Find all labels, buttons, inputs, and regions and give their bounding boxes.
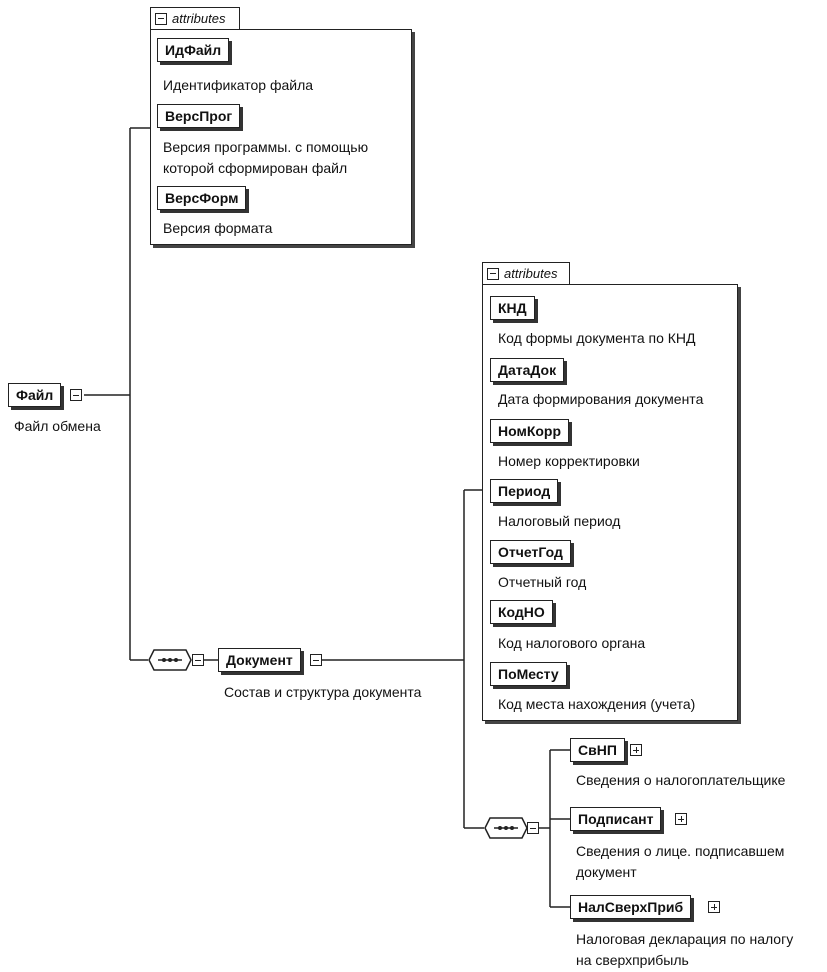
- attribute-description: Налоговый период: [498, 513, 621, 529]
- attribute-description: Версия программы. с помощью которой сфор…: [163, 139, 369, 176]
- attribute-node[interactable]: КНД: [490, 296, 535, 320]
- collapse-icon[interactable]: [527, 822, 539, 834]
- file-attributes-tab[interactable]: attributes: [150, 7, 240, 29]
- attribute-node[interactable]: КодНО: [490, 600, 553, 624]
- attribute-name: ПоМесту: [498, 666, 559, 682]
- attribute-name: ДатаДок: [498, 362, 557, 378]
- attribute-description: Номер корректировки: [498, 453, 640, 469]
- child-node[interactable]: НалСверхПриб: [570, 895, 692, 919]
- attribute-name: ВерсПрог: [165, 108, 233, 124]
- child-description: Сведения о лице. подписавшем документ: [576, 843, 785, 880]
- document-node-label: Документ: [226, 652, 293, 668]
- sequence-icon[interactable]: [484, 816, 528, 840]
- sequence-icon[interactable]: [148, 648, 192, 672]
- child-description: Налоговая декларация по налогу на сверхп…: [576, 931, 794, 968]
- collapse-icon[interactable]: [155, 12, 167, 25]
- child-node-label: НалСверхПриб: [578, 899, 684, 915]
- child-description: Сведения о налогоплательщике: [576, 772, 786, 788]
- document-description: Состав и структура документа: [224, 684, 422, 700]
- attribute-node[interactable]: НомКорр: [490, 419, 570, 443]
- root-node[interactable]: Файл: [8, 383, 62, 407]
- attribute-description: Код формы документа по КНД: [498, 330, 696, 346]
- child-node-label: Подписант: [578, 811, 654, 827]
- attribute-name: ИдФайл: [165, 42, 222, 58]
- expand-icon[interactable]: [675, 813, 687, 825]
- collapse-icon[interactable]: [192, 654, 204, 666]
- attribute-name: ОтчетГод: [498, 544, 563, 560]
- attribute-description: Код места нахождения (учета): [498, 696, 696, 712]
- file-attributes-tab-label: attributes: [172, 11, 226, 26]
- root-description: Файл обмена: [14, 418, 101, 434]
- attribute-name: КодНО: [498, 604, 545, 620]
- attribute-description: Идентификатор файла: [163, 77, 314, 93]
- attribute-name: ВерсФорм: [165, 190, 239, 206]
- attribute-node[interactable]: ИдФайл: [157, 38, 230, 62]
- attribute-node[interactable]: ДатаДок: [490, 358, 565, 382]
- child-node[interactable]: Подписант: [570, 807, 662, 831]
- expand-icon[interactable]: [708, 901, 720, 913]
- collapse-icon[interactable]: [70, 389, 82, 401]
- collapse-icon[interactable]: [310, 654, 322, 666]
- document-node[interactable]: Документ: [218, 648, 301, 672]
- attribute-name: Период: [498, 483, 551, 499]
- child-node[interactable]: СвНП: [570, 738, 625, 762]
- attribute-description: Код налогового органа: [498, 635, 646, 651]
- attribute-description: Версия формата: [163, 220, 273, 236]
- attribute-node[interactable]: ВерсФорм: [157, 186, 247, 210]
- document-attributes-tab[interactable]: attributes: [482, 262, 570, 284]
- collapse-icon[interactable]: [487, 267, 499, 280]
- attribute-node[interactable]: ВерсПрог: [157, 104, 241, 128]
- attribute-node[interactable]: ОтчетГод: [490, 540, 571, 564]
- expand-icon[interactable]: [630, 744, 642, 756]
- attribute-node[interactable]: ПоМесту: [490, 662, 567, 686]
- attribute-name: КНД: [498, 300, 527, 316]
- root-node-label: Файл: [16, 387, 54, 403]
- attribute-description: Отчетный год: [498, 574, 587, 590]
- attribute-description: Дата формирования документа: [498, 391, 704, 407]
- attribute-node[interactable]: Период: [490, 479, 559, 503]
- attribute-name: НомКорр: [498, 423, 562, 439]
- document-attributes-tab-label: attributes: [504, 266, 558, 281]
- child-node-label: СвНП: [578, 742, 617, 758]
